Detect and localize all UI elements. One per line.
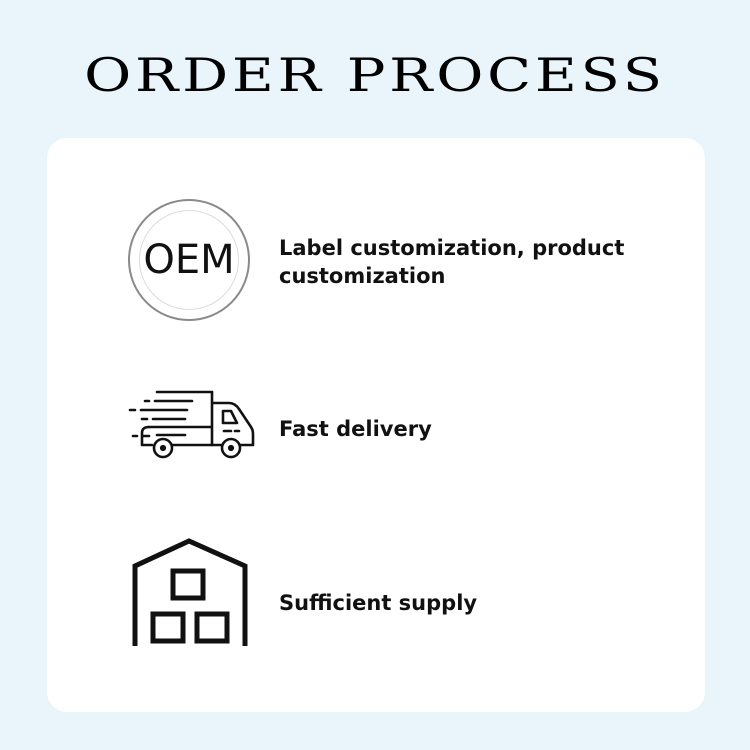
features-card: OEM Label customization, product customi… bbox=[47, 138, 705, 712]
delivery-truck-icon bbox=[127, 387, 257, 467]
oem-badge-icon: OEM bbox=[128, 199, 250, 321]
oem-badge-text: OEM bbox=[143, 237, 235, 283]
feature-label-delivery: Fast delivery bbox=[279, 417, 432, 441]
feature-label-supply: Sufficient supply bbox=[279, 591, 478, 615]
warehouse-icon bbox=[131, 538, 251, 652]
feature-item-oem: OEM Label customization, product customi… bbox=[47, 198, 705, 328]
page-title: ORDER PROCESS bbox=[84, 48, 666, 102]
feature-label-customization: Label customization, product customizati… bbox=[279, 236, 625, 288]
feature-item-delivery: Fast delivery bbox=[47, 383, 705, 463]
feature-item-supply: Sufficient supply bbox=[47, 533, 705, 648]
